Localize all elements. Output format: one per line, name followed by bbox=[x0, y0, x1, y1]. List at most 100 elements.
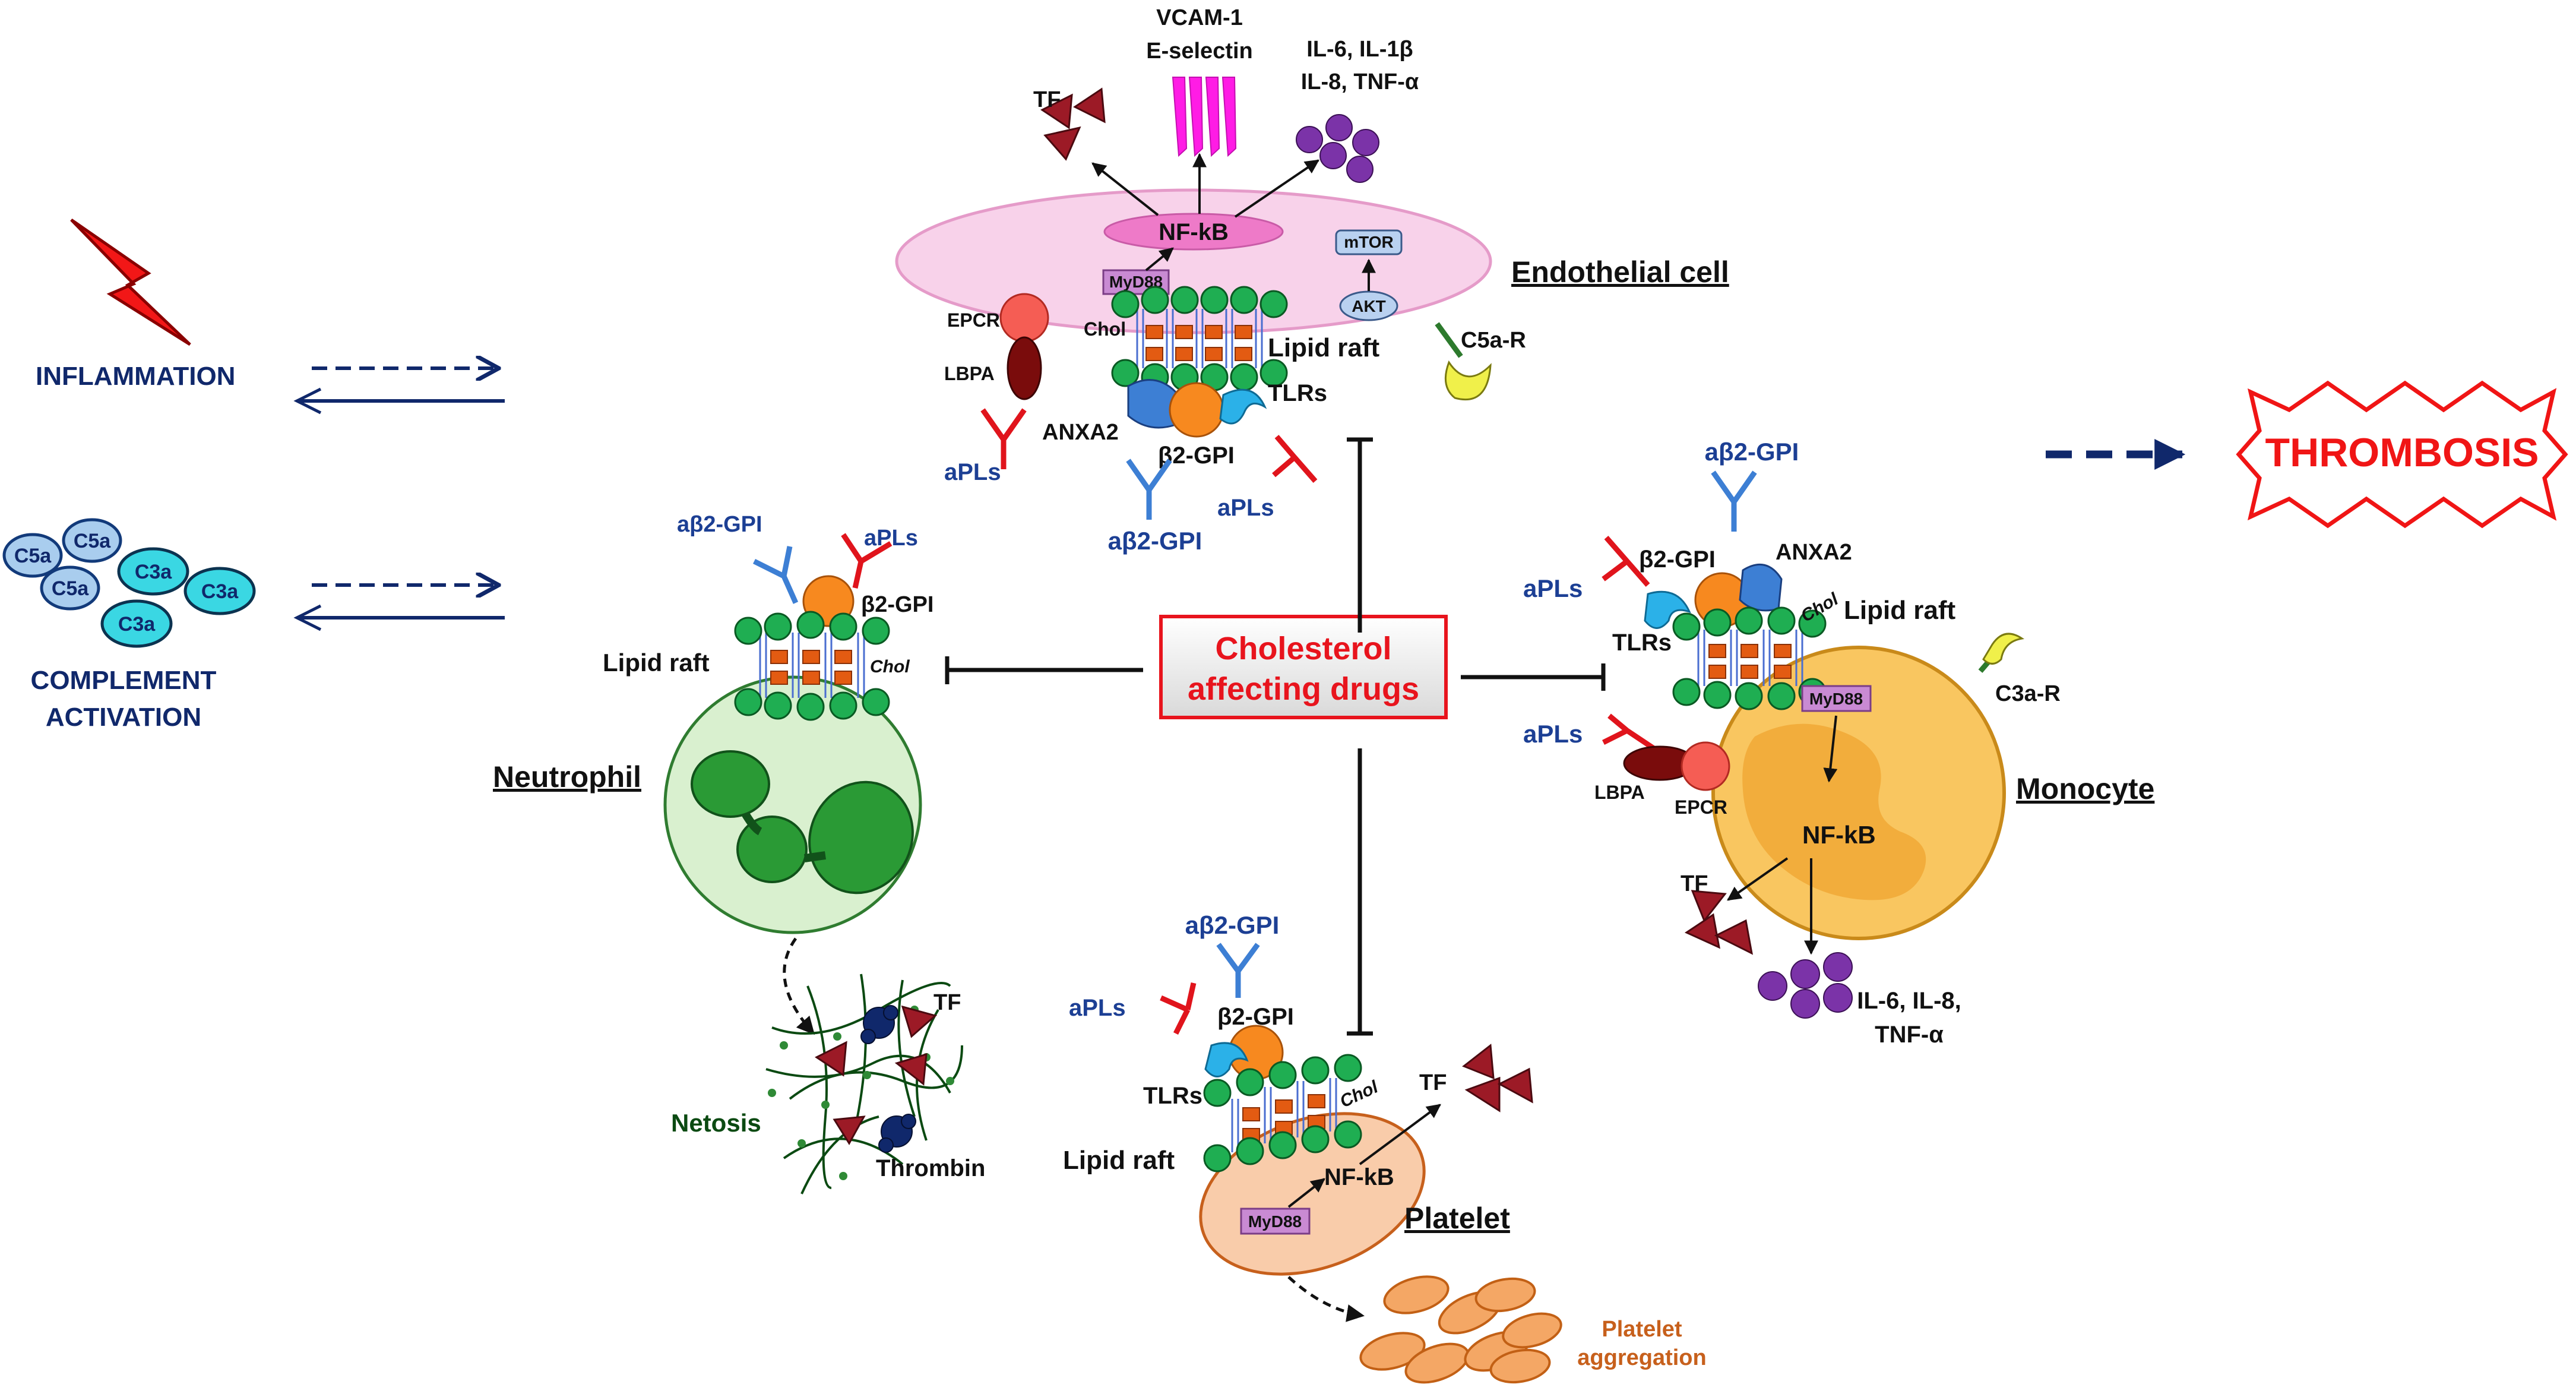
mono-anxa2-label: ANXA2 bbox=[1776, 540, 1852, 565]
c3a-label: C3a bbox=[201, 580, 239, 603]
c5a-molecule: C5a bbox=[2, 533, 63, 578]
mono-tlr bbox=[1644, 590, 1691, 629]
endo-apl-antibody bbox=[974, 408, 1027, 469]
drug-box bbox=[1159, 615, 1448, 719]
mono-lbpa-label: LBPA bbox=[1594, 782, 1645, 803]
endo-apls2-label: aPLs bbox=[1217, 495, 1274, 521]
inflammation-label: INFLAMMATION bbox=[36, 362, 235, 391]
c3a-label: C3a bbox=[135, 561, 172, 583]
mono-apls2-label: aPLs bbox=[1523, 720, 1583, 748]
plat-myd88-box bbox=[1240, 1208, 1311, 1235]
mono-tf-label: TF bbox=[1681, 871, 1708, 896]
endo-epcr-label: EPCR bbox=[947, 309, 1000, 331]
drug-label-line1: Cholesterol bbox=[1215, 631, 1391, 666]
neut-lipid-raft-label: Lipid raft bbox=[603, 649, 710, 677]
plat-tf-label: TF bbox=[1419, 1070, 1447, 1095]
mono-epcr-label: EPCR bbox=[1675, 797, 1727, 818]
plat-chol-label: Chol bbox=[1337, 1077, 1381, 1111]
mono-apl-antibody bbox=[1602, 536, 1650, 587]
neutrophil-group: aβ2-GPI aPLs β2-GPI bbox=[493, 512, 985, 1194]
endo-ab2gpi-antibody bbox=[1126, 459, 1172, 520]
endo-anxa2-label: ANXA2 bbox=[1042, 420, 1119, 445]
mono-apls-label: aPLs bbox=[1523, 574, 1583, 602]
endo-epcr bbox=[999, 293, 1049, 343]
inhibit-endothelial bbox=[1347, 437, 1373, 633]
cytokine-cluster bbox=[1296, 114, 1379, 183]
netosis-label: Netosis bbox=[671, 1109, 761, 1137]
c3ar-receptor bbox=[1982, 633, 2024, 665]
plat-lipid-raft-label: Lipid raft bbox=[1063, 1146, 1175, 1175]
endo-cytokine-line1: IL-6, IL-1β bbox=[1306, 37, 1413, 62]
mono-lipid-raft-label: Lipid raft bbox=[1844, 596, 1956, 625]
c3ar-label: C3a-R bbox=[1995, 681, 2061, 706]
plat-apls-label: aPLs bbox=[1069, 995, 1126, 1021]
endo-ab2gpi-label: aβ2-GPI bbox=[1108, 527, 1202, 555]
mono-b2gpi-label: β2-GPI bbox=[1639, 546, 1716, 573]
aggregation-label-line1: Platelet bbox=[1602, 1317, 1682, 1342]
neut-ab2gpi-antibody bbox=[752, 546, 799, 604]
neut-chol-label: Chol bbox=[870, 657, 910, 677]
c5ar-stem bbox=[1435, 322, 1463, 358]
c5a-label: C5a bbox=[14, 545, 52, 567]
c5a-label: C5a bbox=[74, 530, 111, 552]
endo-anxa2 bbox=[1127, 379, 1177, 429]
neut-b2gpi-label: β2-GPI bbox=[861, 592, 933, 617]
inhibit-neutrophil bbox=[945, 656, 1143, 684]
mono-cytokine-line1: IL-6, IL-8, bbox=[1857, 988, 1961, 1014]
selectin-spikes bbox=[1172, 77, 1237, 157]
neutrophil-nucleus bbox=[691, 750, 914, 895]
monocyte-title: Monocyte bbox=[2016, 772, 2154, 805]
eselectin-label: E-selectin bbox=[1146, 39, 1253, 64]
tf-triangles bbox=[1040, 87, 1106, 161]
mono-apl-antibody-2 bbox=[1602, 713, 1656, 751]
endo-tlr bbox=[1219, 388, 1267, 425]
neut-apl-antibody bbox=[841, 533, 893, 589]
arrow-nfkb-tf bbox=[1091, 162, 1159, 216]
aggregation-label-line2: aggregation bbox=[1577, 1345, 1706, 1370]
arrow-myd88-nfkb-plat bbox=[1287, 1178, 1325, 1208]
arrow-myd88-nfkb-mono bbox=[1823, 715, 1838, 783]
complement-label-line1: COMPLEMENT bbox=[31, 666, 217, 695]
c5a-molecule: C5a bbox=[62, 518, 122, 563]
mono-nfkb-label: NF-kB bbox=[1802, 821, 1876, 849]
endothelial-nfkb-label: NF-kB bbox=[1159, 219, 1229, 245]
complement-label-line2: ACTIVATION bbox=[46, 703, 201, 732]
mono-myd88-label: MyD88 bbox=[1809, 690, 1863, 708]
c3a-molecule: C3a bbox=[117, 547, 189, 596]
c3a-molecule: C3a bbox=[183, 567, 256, 615]
c5a-label: C5a bbox=[52, 577, 89, 600]
arrow-nfkb-tf-mono bbox=[1727, 857, 1789, 901]
mono-epcr bbox=[1681, 741, 1730, 791]
drug-center: Cholesterol affecting drugs bbox=[945, 437, 1606, 1036]
endo-cytokine-line2: IL-8, TNF-α bbox=[1301, 69, 1419, 94]
c5ar-label: C5a-R bbox=[1461, 328, 1526, 353]
mono-cytokine-cluster bbox=[1758, 952, 1853, 1019]
endo-apls-label: aPLs bbox=[944, 459, 1001, 485]
mono-tlrs-label: TLRs bbox=[1612, 630, 1672, 656]
mono-cytokine-line2: TNF-α bbox=[1875, 1022, 1944, 1048]
plat-tf-triangles bbox=[1462, 1044, 1533, 1112]
net-tf-label: TF bbox=[933, 990, 961, 1015]
endothelial-cell-group: NF-kB Endothelial cell TF VCAM-1 E-selec… bbox=[895, 5, 1729, 555]
plat-ab2gpi-antibody bbox=[1216, 943, 1260, 998]
platelet-group: aβ2-GPI aPLs β2-GPI TLRs bbox=[1063, 911, 1707, 1384]
neut-ab2gpi-label: aβ2-GPI bbox=[677, 512, 762, 537]
endo-chol-label: Chol bbox=[1084, 318, 1126, 340]
endo-tlrs-label: TLRs bbox=[1268, 380, 1327, 406]
c3a-molecule: C3a bbox=[100, 599, 173, 648]
neutrophil-title: Neutrophil bbox=[493, 760, 641, 794]
arrow-nfkb-cytokines bbox=[1234, 159, 1319, 218]
neut-lipid-raft bbox=[734, 611, 890, 721]
net-tf-triangles bbox=[815, 1005, 938, 1145]
netosis-arrow bbox=[783, 937, 815, 1035]
endo-lbpa-label: LBPA bbox=[944, 363, 995, 384]
akt-label: AKT bbox=[1352, 297, 1386, 315]
c5ar-receptor bbox=[1444, 360, 1492, 401]
plat-tlr bbox=[1204, 1042, 1249, 1077]
arrow-nfkb-tf-plat bbox=[1359, 1104, 1441, 1165]
endo-lipid-raft-label: Lipid raft bbox=[1268, 333, 1380, 362]
mono-ab2gpi-antibody bbox=[1711, 470, 1757, 532]
drug-label-line2: affecting drugs bbox=[1188, 671, 1419, 707]
plat-ab2gpi-label: aβ2-GPI bbox=[1185, 911, 1280, 939]
